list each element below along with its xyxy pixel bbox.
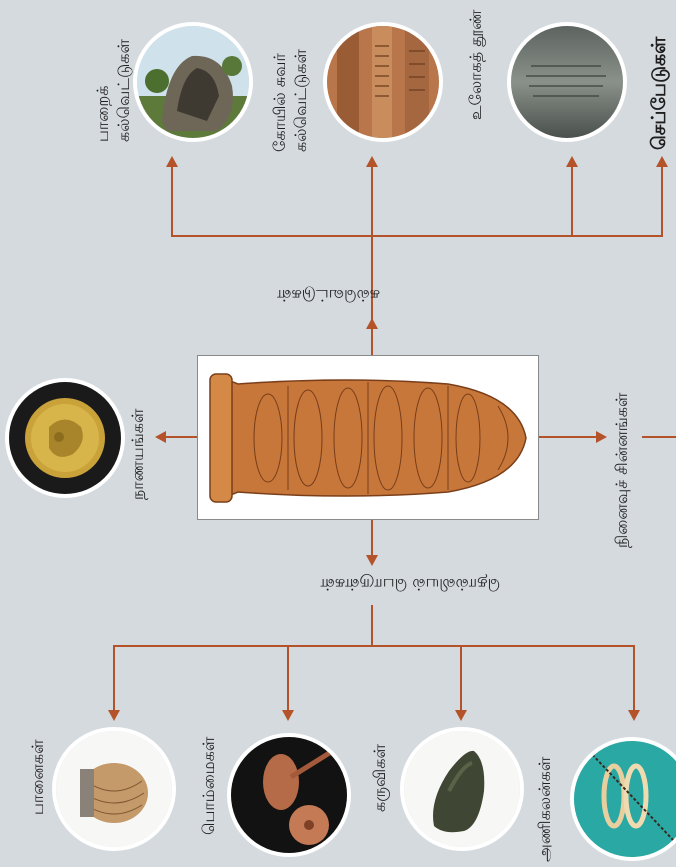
- connector-bottom-drop-2: [287, 645, 289, 711]
- connector-top-bar: [171, 235, 663, 237]
- label-rock-inscription-line2: கல்வெட்டுகள்: [114, 39, 135, 142]
- connector-bottom-stem-1: [371, 520, 373, 555]
- arrowhead-up-center: [366, 318, 378, 329]
- label-rock-inscription-line1: பாறைக்: [93, 39, 114, 142]
- terracotta-toy-photo: [227, 733, 351, 857]
- connector-bottom-stem-2: [371, 605, 373, 646]
- label-copper-plates-line1: செப்பேடுகள்: [648, 37, 673, 150]
- connector-top-drop-4: [661, 165, 663, 237]
- label-copper-plates: செப்பேடுகள்: [648, 37, 673, 150]
- connector-top-drop-1: [171, 165, 173, 237]
- connector-bottom-drop-3: [460, 645, 462, 711]
- arrowhead-up-1: [166, 156, 178, 167]
- arrowhead-left: [155, 431, 166, 443]
- connector-top-drop-3: [571, 165, 573, 237]
- label-tools: கருவிகள்: [370, 744, 391, 812]
- center-pottery-box: [197, 355, 539, 520]
- connector-top-drop-2: [371, 165, 373, 237]
- arrowhead-down-4: [628, 710, 640, 721]
- arrowhead-down-1: [108, 710, 120, 721]
- stone-tool-photo: [400, 727, 524, 851]
- connector-left: [165, 436, 197, 438]
- arrowhead-down-center: [366, 555, 378, 566]
- label-toys: பொம்மைகள்: [199, 737, 220, 835]
- rock-inscription-photo: [133, 22, 253, 142]
- bottom-group-heading: தொல்லியல் பொருள்கள்: [320, 573, 500, 594]
- arrowhead-down-3: [455, 710, 467, 721]
- connector-bottom-drop-1: [113, 645, 115, 711]
- bead-necklace-photo: [570, 737, 676, 861]
- arrowhead-up-3: [566, 156, 578, 167]
- arrowhead-down-2: [282, 710, 294, 721]
- label-ornaments: அணிகலன்கள்: [535, 757, 556, 862]
- label-pots: பானைகள்: [28, 739, 49, 815]
- label-metal-pillar-line1: உலோகத் தூண்: [466, 10, 487, 120]
- connector-bottom-drop-4: [633, 645, 635, 711]
- connector-right-2: [642, 436, 676, 438]
- gold-coin-photo: [5, 378, 125, 498]
- top-group-heading: கல்வெட்டுகள்: [277, 284, 380, 305]
- pottery-jar-photo: [52, 727, 176, 851]
- temple-wall-inscription-photo: [323, 22, 443, 142]
- arrowhead-right: [596, 431, 607, 443]
- label-temple-wall-line1: கோயில் சுவர்: [270, 49, 291, 152]
- arrowhead-up-2: [366, 156, 378, 167]
- decorated-pottery-vessel: [198, 356, 538, 519]
- label-monuments: நினைவுச் சின்னங்கள்: [612, 393, 633, 548]
- connector-bottom-bar: [113, 645, 635, 647]
- metal-pillar-photo: [507, 22, 627, 142]
- label-coins: நாணயங்கள்: [128, 409, 149, 500]
- label-temple-wall-inscription: கோயில் சுவர் கல்வெட்டுகள்: [270, 49, 312, 152]
- label-metal-pillar: உலோகத் தூண்: [466, 10, 487, 120]
- connector-right-1: [539, 436, 597, 438]
- label-rock-inscription: பாறைக் கல்வெட்டுகள்: [93, 39, 135, 142]
- arrowhead-up-4: [656, 156, 668, 167]
- label-temple-wall-line2: கல்வெட்டுகள்: [291, 49, 312, 152]
